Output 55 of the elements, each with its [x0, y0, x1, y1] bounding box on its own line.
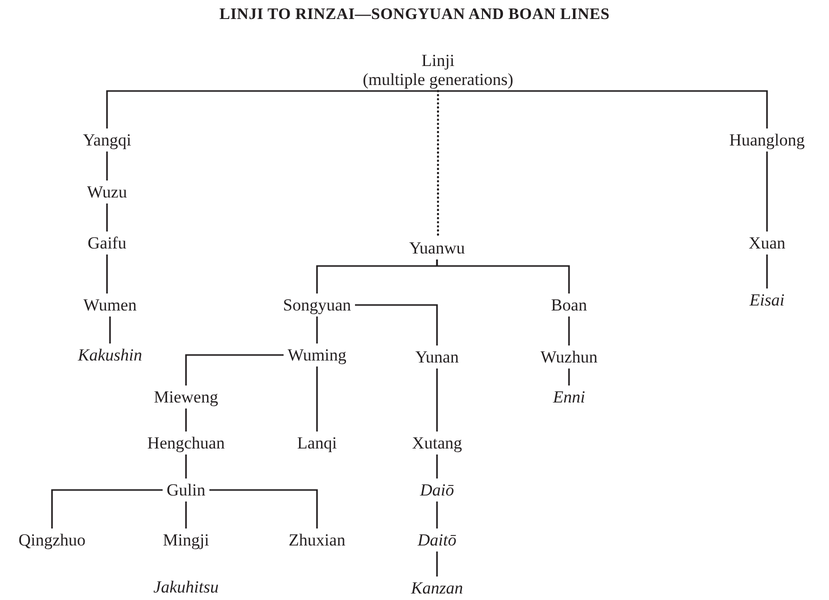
- name-label: Huanglong: [729, 130, 805, 150]
- lineage-line: [568, 316, 570, 346]
- name-label: Gulin: [166, 480, 206, 500]
- name-label: Yuanwu: [409, 238, 465, 258]
- name-label: Enni: [552, 388, 586, 406]
- lineage-line: [436, 502, 438, 528]
- name-label: Xutang: [412, 434, 462, 452]
- name-label: Boan: [551, 296, 587, 314]
- lineage-line: [109, 316, 111, 344]
- name-label: Gaifu: [88, 234, 126, 252]
- lineage-line: [766, 254, 768, 288]
- name-label: Daitō: [418, 530, 456, 550]
- lineage-line: [106, 204, 108, 232]
- lineage-line: [316, 316, 318, 344]
- lineage-line: [185, 354, 284, 386]
- name-label: Wumen: [83, 296, 137, 314]
- lineage-line: [436, 454, 438, 478]
- lineage-line: [185, 408, 187, 432]
- lineage-line: [185, 454, 187, 478]
- lineage-line: [436, 258, 570, 294]
- name-label: Eisai: [750, 290, 784, 310]
- name-label: Zhuxian: [288, 530, 346, 550]
- diagram-title: LINJI TO RINZAI—SONGYUAN AND BOAN LINES: [218, 6, 611, 24]
- lineage-line: [316, 366, 318, 432]
- dotted-line: [436, 90, 440, 238]
- lineage-line: [436, 368, 438, 432]
- lineage-line: [766, 152, 768, 232]
- name-label: Yangqi: [82, 130, 132, 150]
- name-label: Qingzhuo: [18, 530, 86, 550]
- lineage-line: [209, 489, 318, 528]
- lineage-line: [437, 90, 768, 130]
- name-label: Mieweng: [154, 388, 218, 406]
- name-label: Daiō: [420, 480, 454, 500]
- lineage-line: [185, 502, 187, 528]
- name-label: Wuzu: [87, 182, 127, 202]
- name-label: Xuan: [748, 234, 786, 252]
- lineage-line: [51, 489, 163, 528]
- name-label: Yunan: [415, 348, 459, 366]
- name-label: Kakushin: [78, 346, 142, 364]
- lineage-line: [355, 304, 438, 346]
- lineage-line: [106, 254, 108, 294]
- name-label: Mingji: [162, 530, 210, 550]
- name-label: Lanqi: [297, 434, 337, 452]
- lineage-line: [568, 368, 570, 386]
- name-label: Kanzan: [411, 578, 463, 598]
- name-label: Linji: [420, 51, 456, 70]
- lineage-line: [106, 152, 108, 180]
- name-label: Jakuhitsu: [153, 578, 219, 596]
- name-label: Wuming: [288, 346, 346, 364]
- name-label: Hengchuan: [147, 434, 225, 452]
- lineage-line: [106, 90, 439, 130]
- note-label: (multiple generations): [362, 70, 514, 89]
- name-label: Wuzhun: [540, 348, 598, 366]
- lineage-line: [436, 552, 438, 576]
- name-label: Songyuan: [283, 296, 351, 314]
